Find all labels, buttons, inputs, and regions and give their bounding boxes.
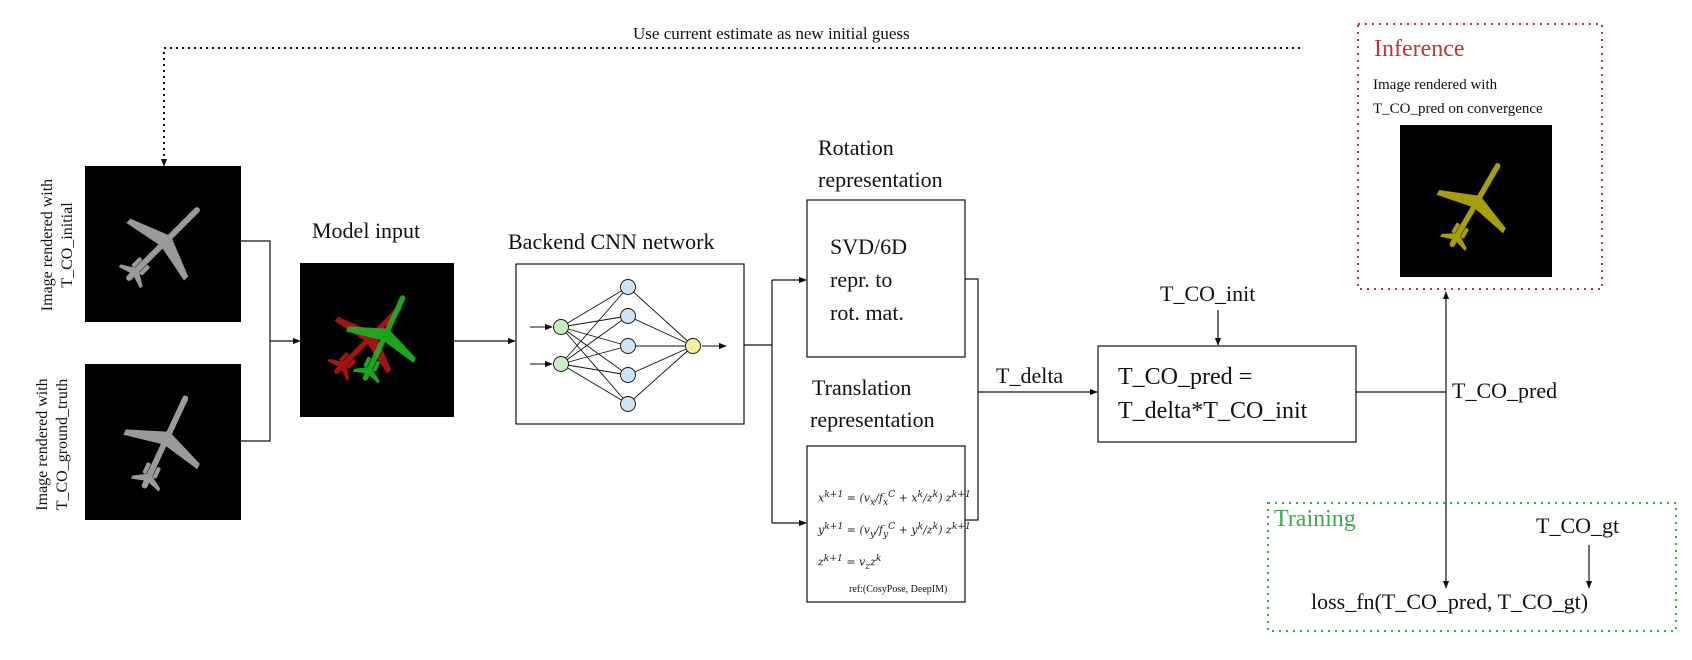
rotation-title: Rotation representation (818, 132, 943, 196)
ground-truth-image-label-line1: Image rendered with (34, 378, 51, 511)
translation-box (806, 445, 966, 603)
ground-truth-image-label-line2: T_CO_ground_truth (54, 378, 71, 511)
translation-title-line1: Translation (812, 375, 912, 400)
inference-caption-line2: T_CO_pred on convergence (1373, 101, 1543, 117)
rotation-box-line1: SVD/6D (830, 234, 908, 259)
model-input-image (300, 263, 454, 417)
input-merge-connector (241, 240, 301, 442)
rotation-box-line2: repr. to (830, 267, 893, 292)
feedback-loop-arrow (160, 47, 1300, 167)
t-co-init-label: T_CO_init (1160, 281, 1256, 306)
inference-caption: Image rendered with T_CO_pred on converg… (1373, 73, 1543, 121)
rotation-title-line1: Rotation (818, 135, 894, 160)
translation-title: Translation representation (810, 372, 935, 436)
training-title: Training (1274, 506, 1356, 532)
equation-y: yk+1 = (vy/fyC + yk/zk) zk+1 (818, 520, 971, 540)
rotation-box (806, 199, 966, 358)
rotation-title-line2: representation (818, 167, 943, 192)
translation-title-line2: representation (810, 407, 935, 432)
ground-truth-image-label: Image rendered with T_CO_ground_truth (33, 357, 73, 532)
inference-image (1400, 125, 1552, 277)
output-branch-connector (1356, 291, 1450, 589)
input-image-ground-truth (85, 364, 241, 520)
delta-merge-connector (965, 278, 1098, 521)
equation-x: xk+1 = (vx/fxC + xk/zk) zk+1 (818, 489, 971, 508)
prediction-box-text: T_CO_pred = T_delta*T_CO_init (1118, 360, 1307, 428)
inference-region (1357, 23, 1603, 290)
rotation-box-text: SVD/6D repr. to rot. mat. (830, 230, 907, 329)
initial-image-label-line1: Image rendered with (39, 178, 56, 312)
t-co-pred-label: T_CO_pred (1452, 378, 1558, 403)
t-delta-label: T_delta (996, 363, 1064, 388)
prediction-box-line1: T_CO_pred = (1118, 364, 1253, 390)
input-image-initial (85, 166, 241, 322)
translation-equations: xk+1 = (vx/fxC + xk/zk) zk+1 yk+1 = (vy/… (818, 486, 971, 576)
training-region (1267, 502, 1677, 632)
cnn-label: Backend CNN network (508, 229, 715, 254)
prediction-box (1097, 345, 1357, 443)
t-co-gt-label: T_CO_gt (1536, 513, 1620, 538)
rotation-box-line3: rot. mat. (830, 300, 904, 325)
loss-function-label: loss_fn(T_CO_pred, T_CO_gt) (1311, 589, 1589, 614)
cnn-network-box (515, 263, 745, 425)
feedback-label: Use current estimate as new initial gues… (633, 24, 910, 43)
prediction-box-line2: T_delta*T_CO_init (1118, 398, 1308, 424)
inference-title: Inference (1374, 36, 1465, 62)
equation-z: zk+1 = vzzk (818, 552, 882, 572)
translation-ref: ref:(CosyPose, DeepIM) (849, 584, 948, 595)
initial-image-label: Image rendered with T_CO_initial (38, 160, 78, 330)
inference-caption-line1: Image rendered with (1373, 77, 1498, 93)
initial-image-label-line2: T_CO_initial (59, 202, 76, 288)
cnn-split-connector (744, 276, 807, 527)
model-input-label: Model input (312, 218, 421, 243)
